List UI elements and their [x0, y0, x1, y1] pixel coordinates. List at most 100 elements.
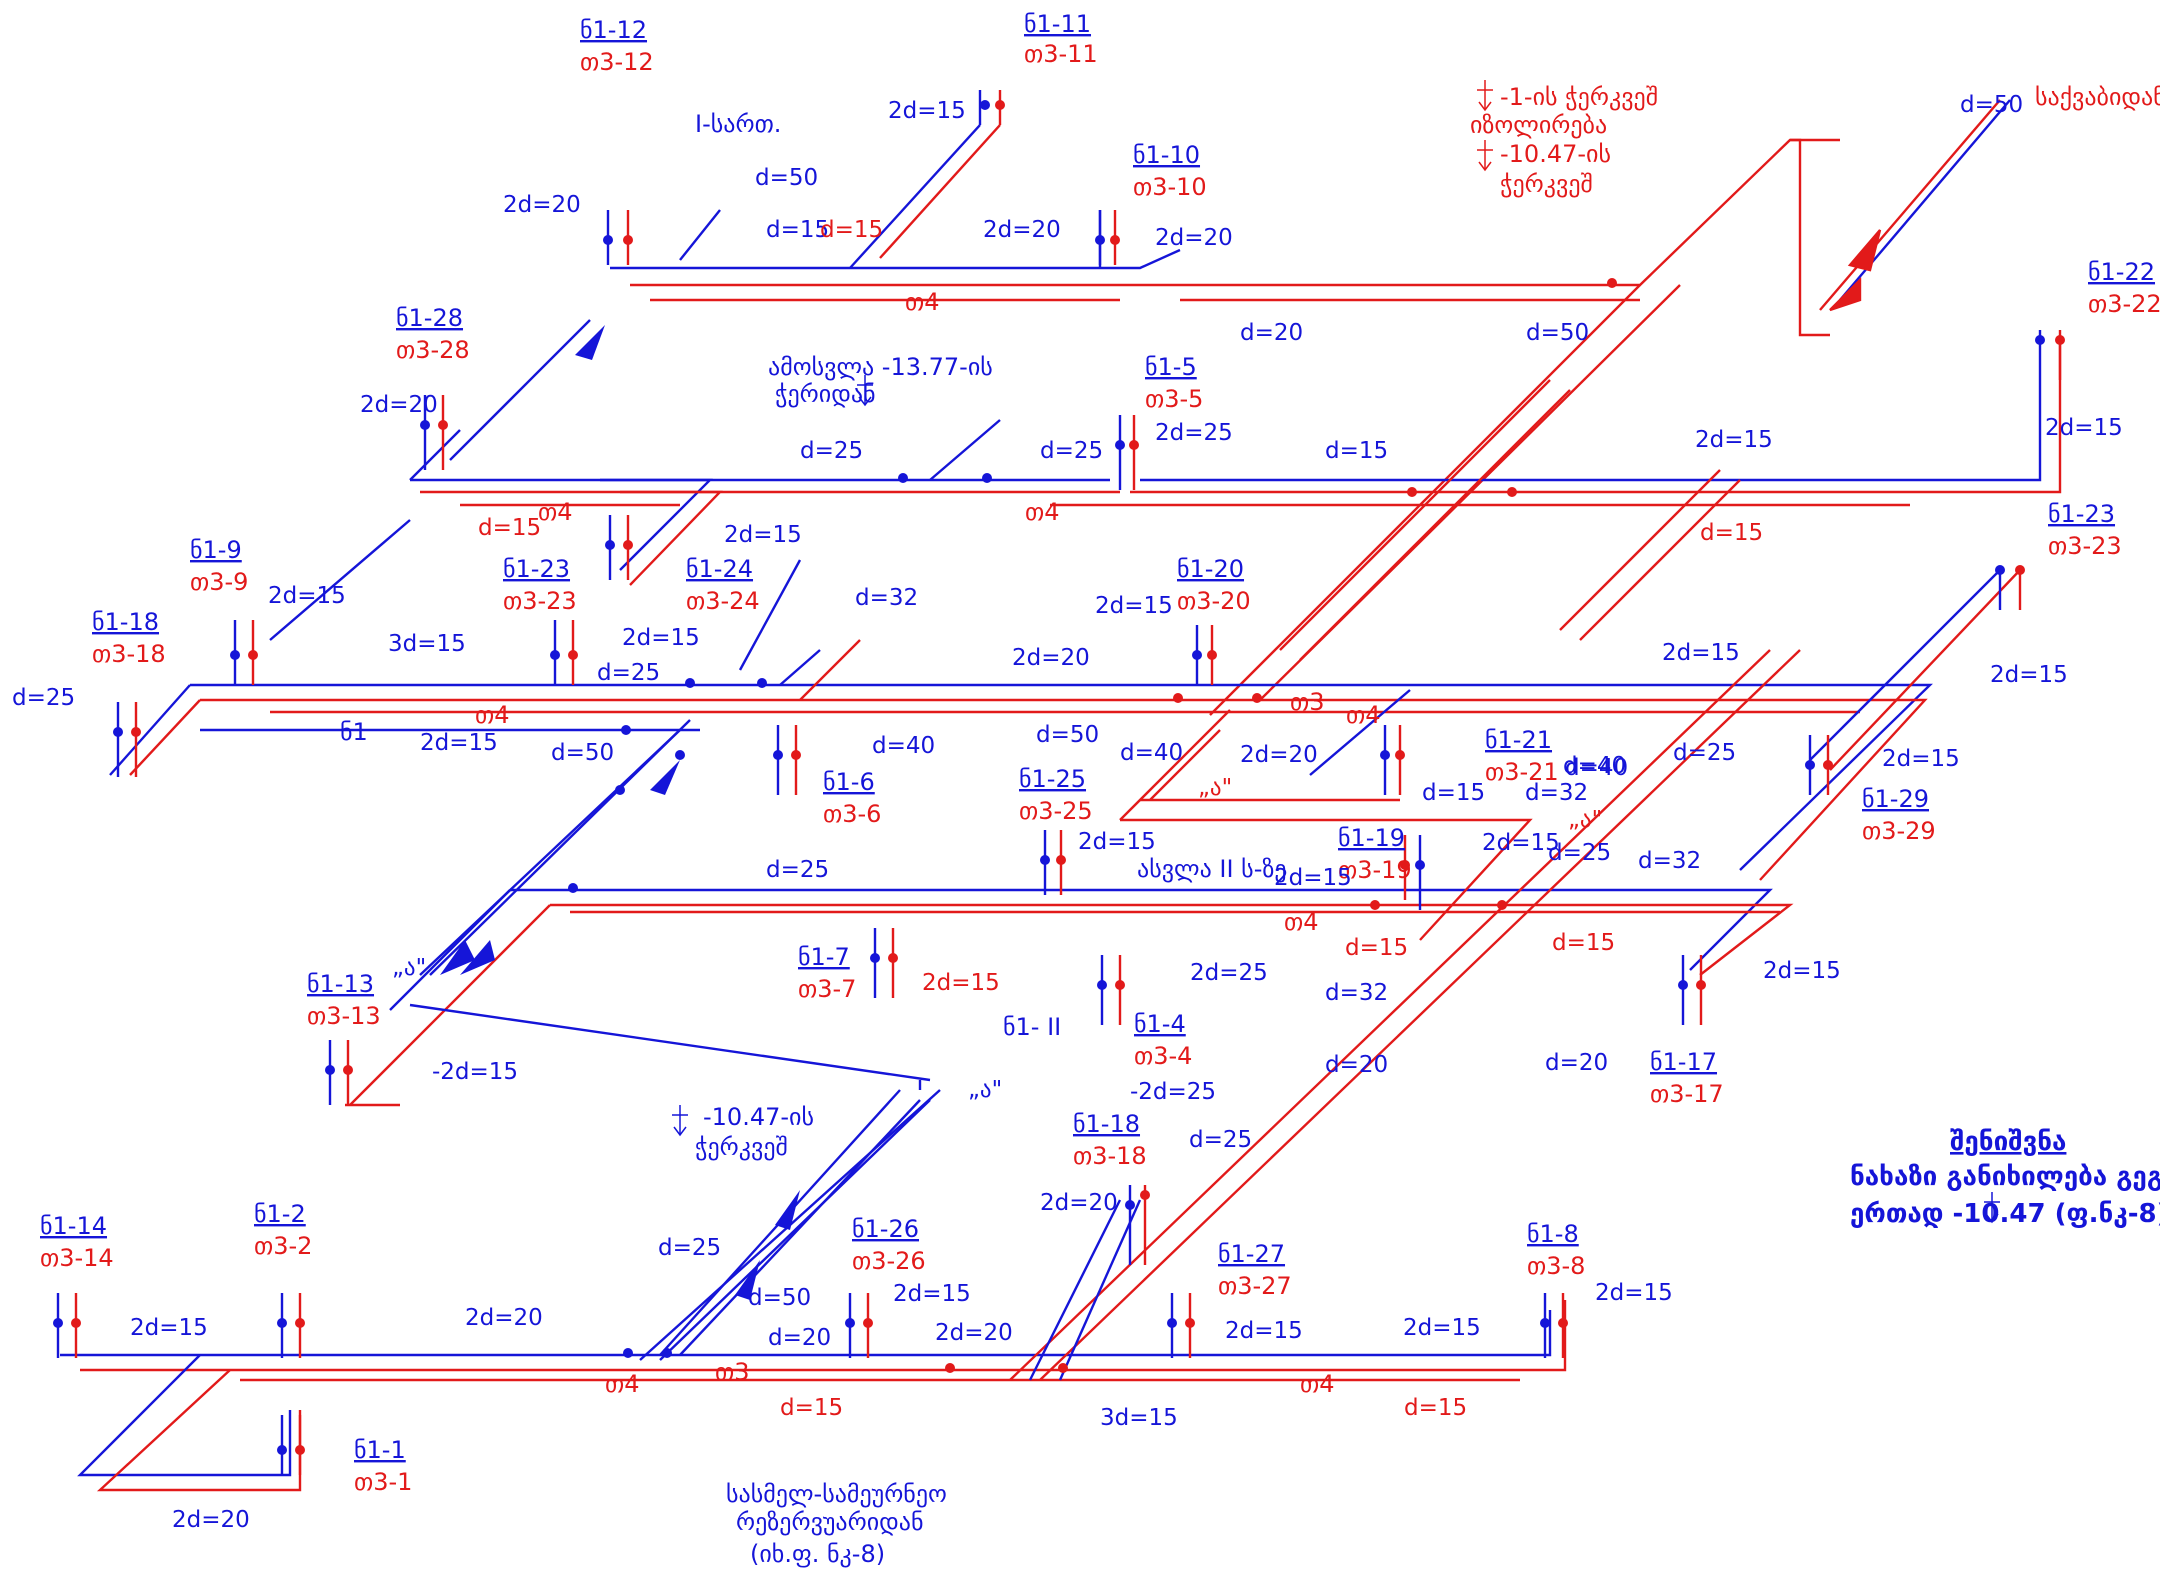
riser-stubs: [53, 100, 2065, 1475]
riser-label-t3: თ3-14: [40, 1244, 114, 1272]
pipe-label: თ4: [605, 1370, 640, 1398]
riser-label-t3: თ3-7: [798, 975, 856, 1003]
pipe-label-ii: ნ1- II: [1003, 1013, 1061, 1041]
dim-label: 2d=25: [1190, 960, 1268, 986]
blue-dimension-labels: 2d=15 d=50 d=15 2d=20 2d=20 2d=20 d=50 2…: [12, 92, 2123, 1533]
arrow-icon: [460, 940, 495, 975]
riser-label-t3: თ3-23: [2048, 532, 2122, 560]
pipe-label: თ4: [1346, 701, 1381, 729]
pipe-label: თ3: [1290, 688, 1325, 716]
dim-label: 2d=15: [1482, 830, 1560, 856]
dim-label: d=50: [551, 740, 614, 766]
riser-label-n1: ნ1-13: [307, 970, 374, 998]
remark-line-1: ნახაზი განიხილება გეგმ: [1850, 1162, 2160, 1192]
riser-label-t3: თ3-18: [92, 640, 166, 668]
dim-label: d=15: [1422, 780, 1485, 806]
dim-label: 2d=15: [1225, 1318, 1303, 1344]
valves: [568, 278, 1617, 1373]
riser-label-t3: თ3-25: [1019, 797, 1093, 825]
riser-label-n1: ნ1-22: [2088, 258, 2155, 286]
riser-label-t3: თ3-2: [254, 1232, 312, 1260]
note-a-mark: „ა": [968, 1077, 1002, 1103]
riser-label-t3: თ3-24: [686, 587, 760, 615]
flow-arrows: [440, 229, 1882, 1300]
riser-label-n1: ნ1-4: [1134, 1010, 1186, 1038]
riser-label-n1: ნ1-17: [1650, 1048, 1717, 1076]
arrow-icon: [575, 325, 605, 360]
dim-label: d=32: [1525, 780, 1588, 806]
riser-label-n1: ნ1-25: [1019, 765, 1086, 793]
pipe-label: თ4: [1284, 908, 1319, 936]
riser-label-t3: თ3-1: [354, 1468, 412, 1496]
riser-label-n1: ნ1-10: [1133, 141, 1200, 169]
pipe-label: თ4: [1300, 1370, 1335, 1398]
note-a-mark: „ა": [392, 955, 426, 981]
dim-label: 2d=20: [172, 1507, 250, 1533]
riser-label-n1: ნ1-5: [1145, 353, 1197, 381]
riser-label-n1: ნ1-18: [92, 608, 159, 636]
riser-label-t3: თ3-10: [1133, 173, 1207, 201]
dim-label: d=25: [1673, 740, 1736, 766]
dim-label: -2d=25: [1130, 1079, 1216, 1105]
riser-label-t3: თ3-9: [190, 568, 248, 596]
riser-label-n1: ნ1-1: [354, 1436, 406, 1464]
dim-label: d=15: [766, 217, 829, 243]
dim-label: d=50: [1960, 92, 2023, 118]
pipe-network: [60, 90, 2062, 1492]
dim-label: d=25: [12, 685, 75, 711]
note-from-boiler-2: რეზერვუარიდან: [736, 1508, 924, 1536]
dim-label: d=40: [1120, 740, 1183, 766]
riser-label-n1: ნ1-12: [580, 16, 647, 44]
note-i-section: I-სართ.: [695, 110, 781, 138]
dim-label: d=15: [1325, 438, 1388, 464]
dim-label: d=40: [872, 733, 935, 759]
dim-label: 2d=20: [360, 392, 438, 418]
dim-label: 2d=15: [1078, 829, 1156, 855]
riser-label-t3: თ3-20: [1177, 587, 1251, 615]
dim-label: 2d=20: [935, 1320, 1013, 1346]
note-insulation-3: -10.47-ის: [1500, 140, 1611, 168]
note-to-kitchen: საქვაბიდან: [2035, 83, 2160, 111]
dim-label: 2d=15: [1595, 1280, 1673, 1306]
note-cut: -10.47-ის: [703, 1103, 814, 1131]
dim-label: d=50: [1036, 722, 1099, 748]
dim-label: d=50: [755, 165, 818, 191]
arrow-icon: [775, 1190, 800, 1230]
riser-label-t3: თ3-21: [1485, 758, 1559, 786]
dim-label: d=25: [800, 438, 863, 464]
annotations: I-სართ. ამოსვლა -13.77-ის ჭერიდან -10.47…: [392, 83, 2160, 1568]
pipe-code-labels: თ4 თ4 თ4 თ4 თ3 თ4 თ4 თ4 თ3 თ4 ნ1 ნ1- II: [340, 288, 1381, 1398]
dim-label: d=20: [1240, 320, 1303, 346]
riser-label-t3: თ3-5: [1145, 385, 1203, 413]
dim-label: 2d=20: [465, 1305, 543, 1331]
red-dimension-labels: d=15 d=15 d=15 2d=15 d=15 d=15 d=15 d=15: [478, 217, 1763, 1421]
dim-label: 2d=15: [622, 625, 700, 651]
dim-label: 2d=15: [1990, 662, 2068, 688]
dim-label: 2d=20: [1240, 742, 1318, 768]
dim-label: 2d=20: [1012, 645, 1090, 671]
dim-label: d=50: [748, 1285, 811, 1311]
dim-label: d=25: [1189, 1127, 1252, 1153]
dim-label: d=20: [768, 1325, 831, 1351]
note-rise: ამოსვლა -13.77-ის: [768, 353, 993, 381]
riser-label-t3: თ3-29: [1862, 817, 1936, 845]
dim-label: 3d=15: [1100, 1405, 1178, 1431]
riser-label-n1: ნ1-23: [503, 555, 570, 583]
dim-label: 2d=15: [893, 1281, 971, 1307]
level-markers: [672, 80, 2000, 1224]
dim-label: d=25: [766, 857, 829, 883]
note-from-boiler: სასმელ-სამეურნეო: [726, 1480, 947, 1508]
dim-label: d=32: [855, 585, 918, 611]
dim-label: d=40: [1565, 755, 1628, 781]
note-from-boiler-3: (იხ.ფ. ნკ-8): [750, 1540, 885, 1568]
dim-label: d=20: [1325, 1052, 1388, 1078]
level-marker-icon: [1477, 80, 1493, 112]
dim-label: d=25: [1040, 438, 1103, 464]
dim-label: 2d=15: [1763, 958, 1841, 984]
dim-label: d=25: [597, 660, 660, 686]
dim-label: 2d=20: [1155, 225, 1233, 251]
riser-label-n1: ნ1-20: [1177, 555, 1244, 583]
riser-label-t3: თ3-18: [1073, 1142, 1147, 1170]
riser-label-n1: ნ1-18: [1073, 1110, 1140, 1138]
